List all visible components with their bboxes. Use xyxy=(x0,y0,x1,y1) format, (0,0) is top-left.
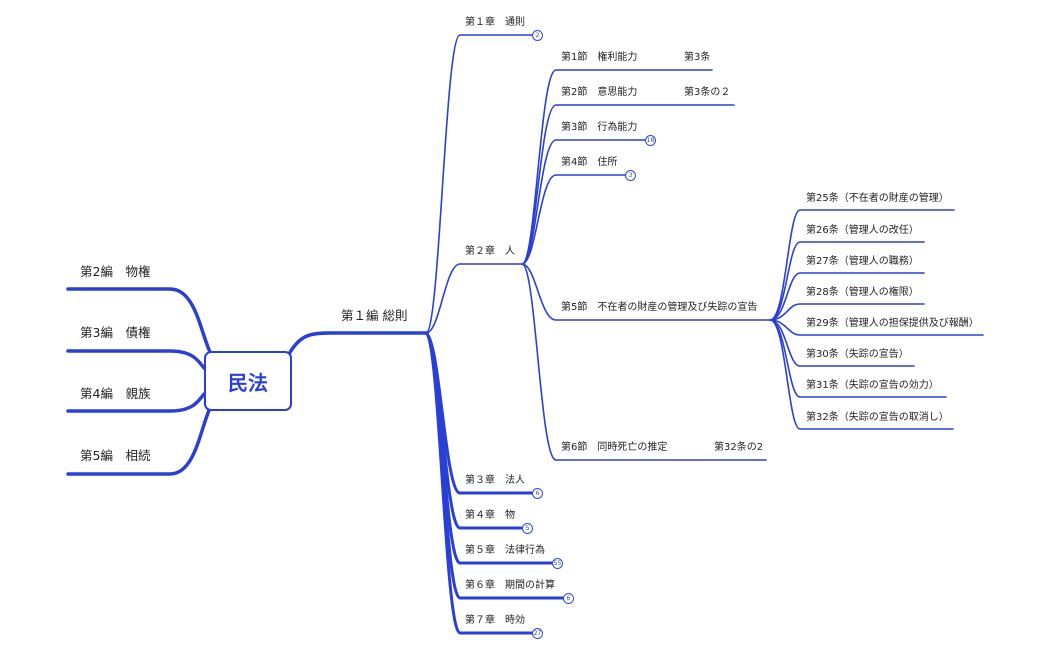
chapter-4[interactable]: 第４章 物 xyxy=(465,510,515,521)
collapsed-count-badge[interactable]: 6 xyxy=(532,488,543,499)
section-2[interactable]: 第2節 意思能力 xyxy=(561,87,638,98)
section-4[interactable]: 第4節 住所 xyxy=(561,157,618,168)
section-1-article-ref: 第3条 xyxy=(684,52,711,63)
chapter-6[interactable]: 第６章 期間の計算 xyxy=(465,580,555,591)
section-connectors xyxy=(521,69,771,461)
article-29[interactable]: 第29条（管理人の担保提供及び報酬） xyxy=(806,318,979,329)
section-2-article-ref: 第3条の２ xyxy=(684,87,731,98)
section-3[interactable]: 第3節 行為能力 xyxy=(561,122,638,133)
chapter-connectors xyxy=(425,34,537,334)
article-27[interactable]: 第27条（管理人の職務） xyxy=(806,256,919,267)
chapter-1[interactable]: 第１章 通則 xyxy=(465,17,525,28)
connector-left-1 xyxy=(66,287,212,354)
connector-left-2 xyxy=(66,349,206,370)
article-31[interactable]: 第31条（失踪の宣告の効力） xyxy=(806,380,939,391)
collapsed-count-badge[interactable]: 5 xyxy=(522,523,533,534)
article-30[interactable]: 第30条（失踪の宣告） xyxy=(806,349,909,360)
chapter-5[interactable]: 第５章 法律行為 xyxy=(465,545,545,556)
branch-book-4[interactable]: 第4編 親族 xyxy=(80,386,151,401)
section-1[interactable]: 第1節 権利能力 xyxy=(561,52,638,63)
article-28[interactable]: 第28条（管理人の権限） xyxy=(806,287,919,298)
branch-book-3[interactable]: 第3編 債権 xyxy=(80,325,151,340)
collapsed-count-badge[interactable]: 55 xyxy=(552,558,563,569)
article-32[interactable]: 第32条（失踪の宣告の取消し） xyxy=(806,412,949,423)
collapsed-count-badge[interactable]: 3 xyxy=(625,170,636,181)
left-connectors xyxy=(66,287,212,476)
chapter-3[interactable]: 第３章 法人 xyxy=(465,475,525,486)
article-connectors xyxy=(769,209,984,430)
collapsed-count-badge[interactable]: 2 xyxy=(532,30,543,41)
branch-book-1[interactable]: 第１編 総則 xyxy=(341,308,408,323)
section-6-article-ref: 第32条の2 xyxy=(714,442,764,453)
connector-left-4 xyxy=(66,406,212,476)
article-26[interactable]: 第26条（管理人の改任） xyxy=(806,225,919,236)
branch-book-5[interactable]: 第5編 相続 xyxy=(80,448,151,463)
connector-main xyxy=(287,331,428,356)
chapter-connectors-lower xyxy=(424,331,566,635)
root-label: 民法 xyxy=(228,370,268,395)
chapter-2[interactable]: 第２章 人 xyxy=(465,246,515,257)
article-25[interactable]: 第25条（不在者の財産の管理） xyxy=(806,193,949,204)
collapsed-count-badge[interactable]: 18 xyxy=(645,135,656,146)
section-5[interactable]: 第5節 不在者の財産の管理及び失踪の宣告 xyxy=(561,302,758,313)
branch-book-2[interactable]: 第2編 物権 xyxy=(80,264,151,279)
chapter-7[interactable]: 第７章 時効 xyxy=(465,615,525,626)
root-node[interactable]: 民法 xyxy=(204,351,292,411)
section-6[interactable]: 第6節 同時死亡の推定 xyxy=(561,442,668,453)
collapsed-count-badge[interactable]: 27 xyxy=(532,628,543,639)
connector-left-3 xyxy=(66,392,206,413)
collapsed-count-badge[interactable]: 6 xyxy=(563,593,574,604)
